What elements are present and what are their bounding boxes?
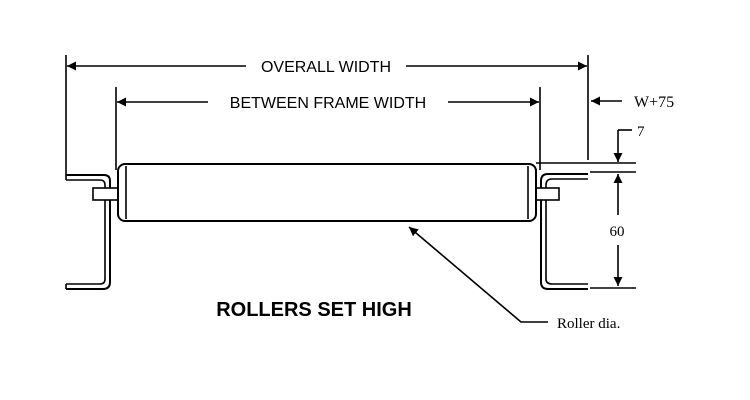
between-frame-width-label: BETWEEN FRAME WIDTH: [230, 95, 426, 112]
rollers-set-high-caption: ROLLERS SET HIGH: [216, 299, 412, 321]
left-frame-bracket: [65, 174, 111, 290]
w75-dimension: W+75: [591, 94, 674, 111]
height-dimension: 7 60: [536, 124, 645, 289]
overall-width-dimension: OVERALL WIDTH: [65, 55, 589, 175]
w75-label: W+75: [634, 94, 674, 111]
overall-width-label: OVERALL WIDTH: [261, 59, 391, 76]
roller-dia-leader: [408, 226, 548, 323]
dim-60-label: 60: [610, 224, 625, 240]
dim-7-label: 7: [637, 124, 645, 140]
roller-dia-label: Roller dia.: [557, 316, 620, 332]
roller: [117, 163, 537, 222]
right-frame-bracket: [540, 173, 588, 290]
between-frame-width-dimension: BETWEEN FRAME WIDTH: [115, 87, 541, 170]
roller-dia-callout: Roller dia.: [408, 226, 620, 332]
